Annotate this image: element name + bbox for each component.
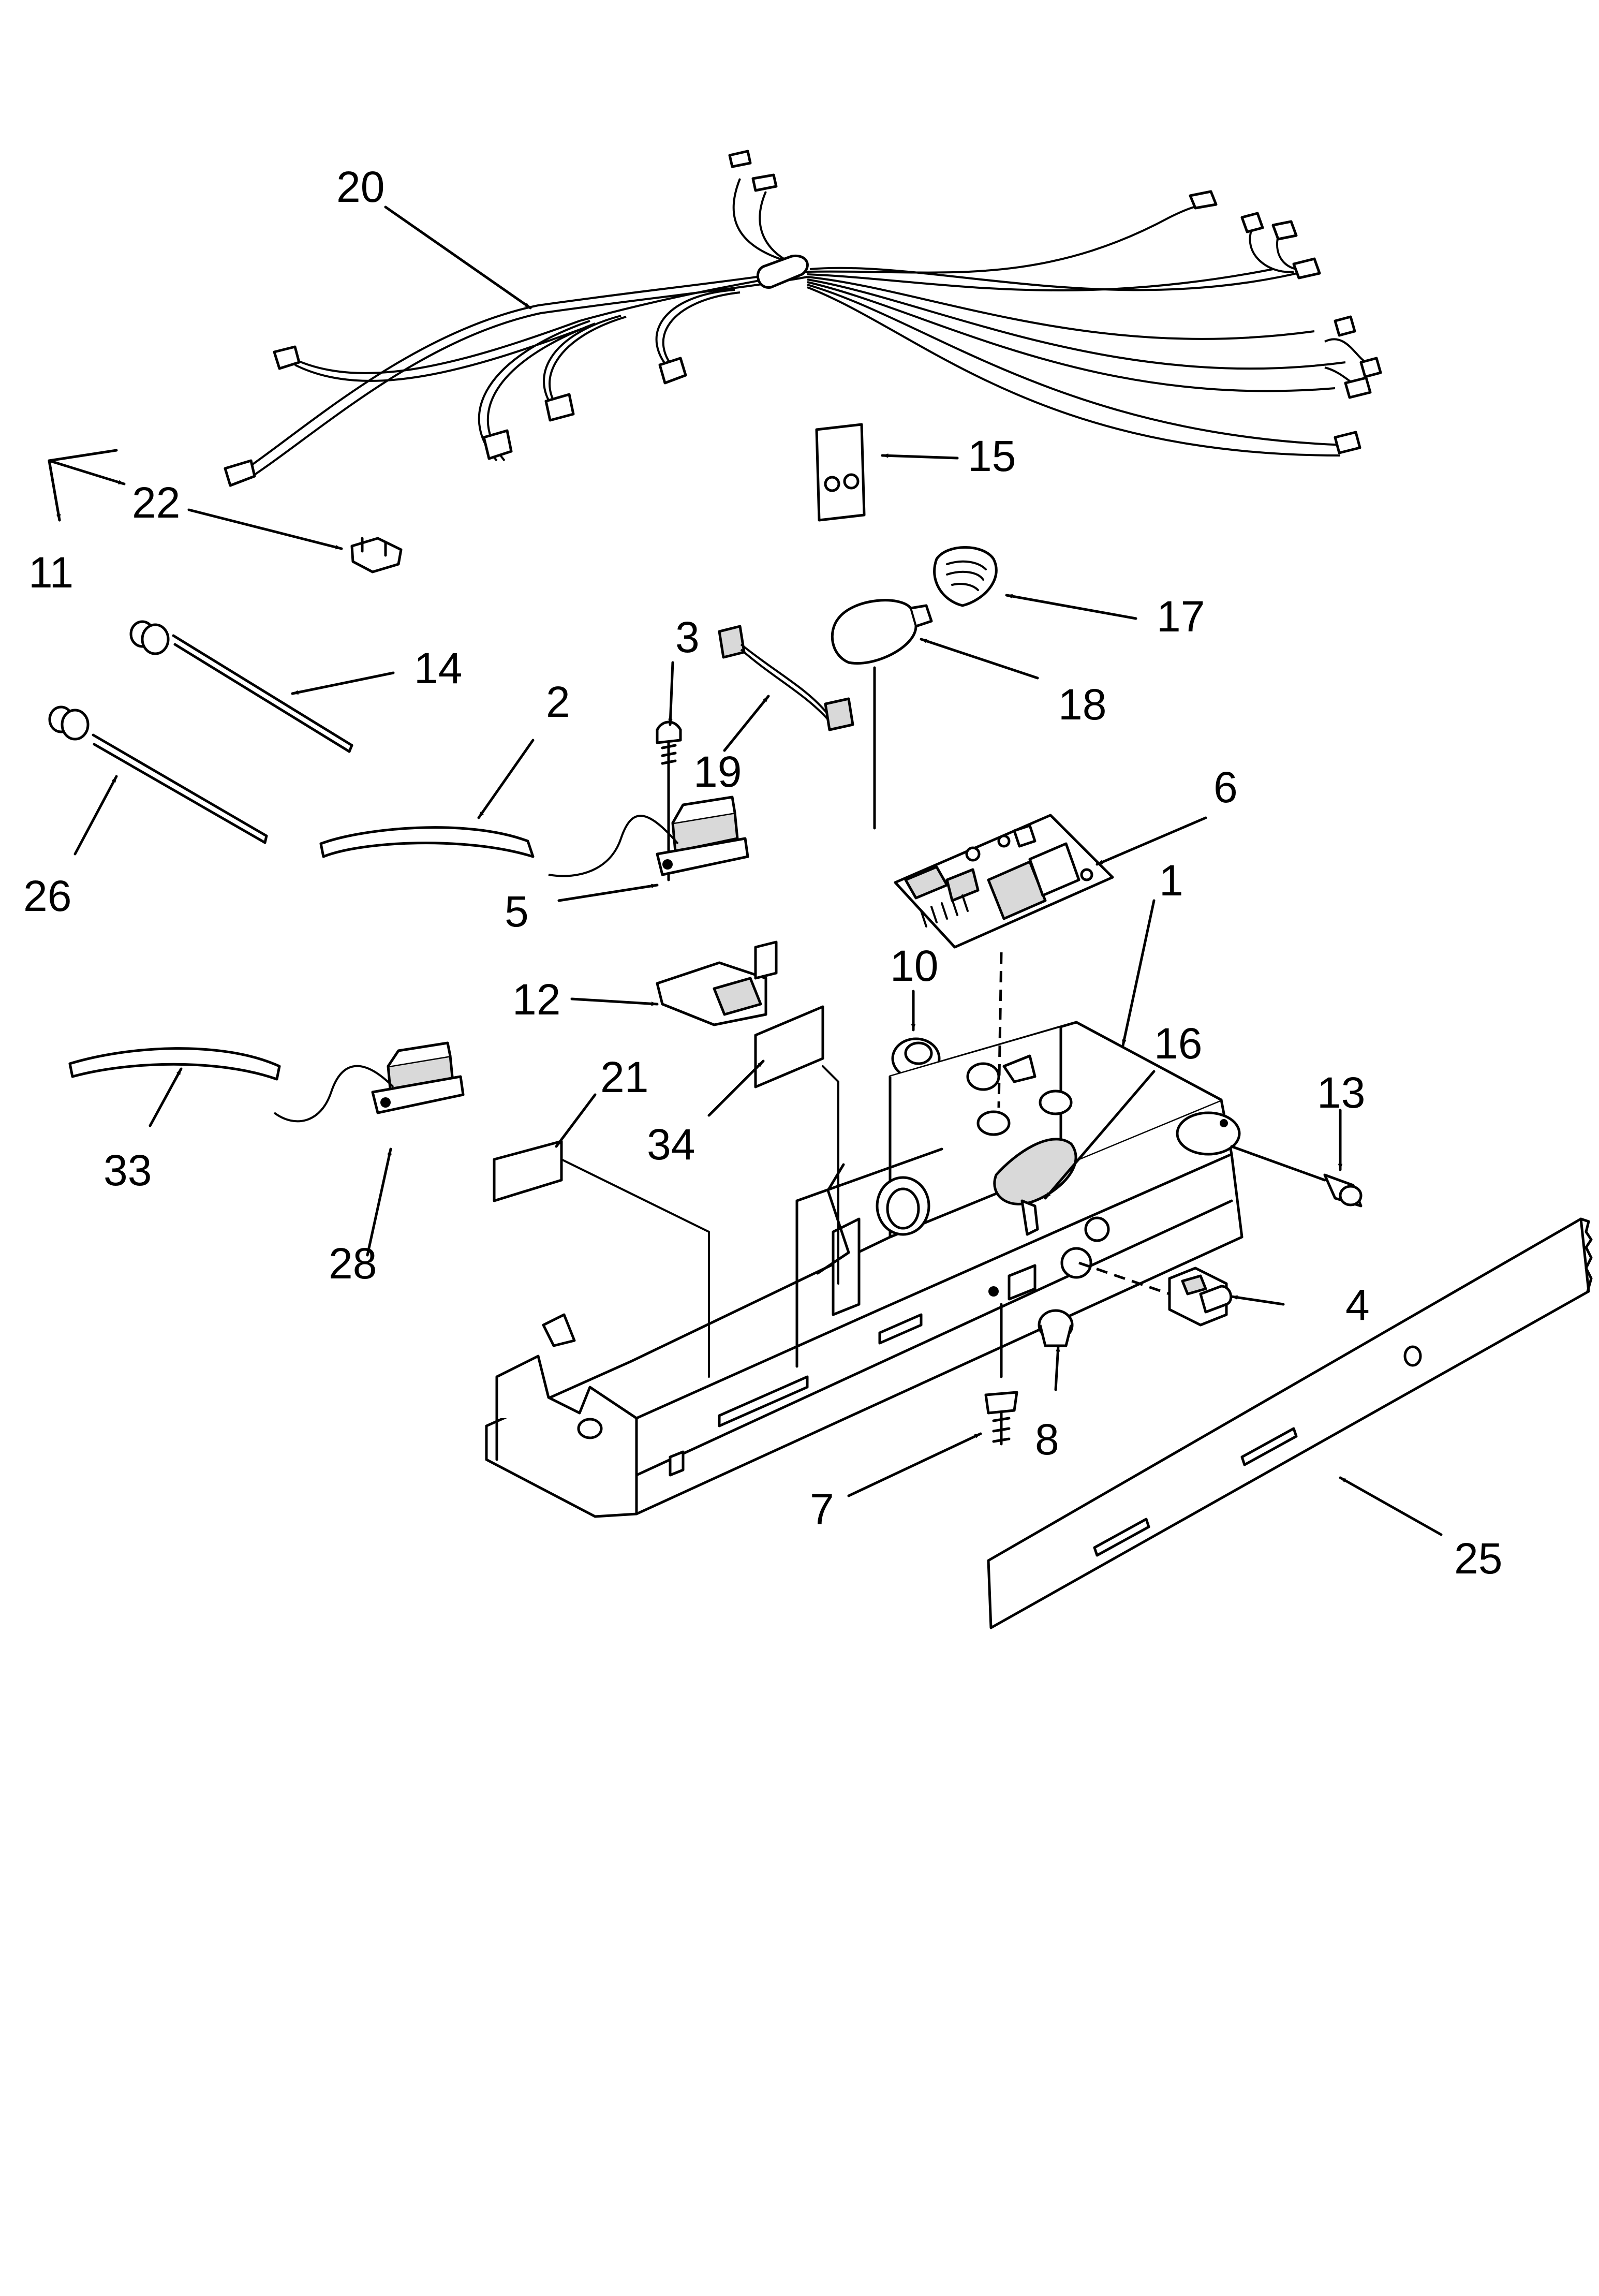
callout-18: 18	[1058, 680, 1106, 729]
tube-26	[48, 705, 268, 844]
callout-3: 3	[675, 613, 700, 661]
label-21	[493, 1140, 710, 1378]
tubing-33	[68, 1047, 281, 1081]
callout-12: 12	[512, 975, 560, 1024]
screw-7	[984, 1391, 1018, 1446]
wire-harness	[224, 150, 1382, 487]
assembly-line-board	[997, 952, 1003, 1108]
callout-8: 8	[1035, 1415, 1059, 1464]
callout-15: 15	[968, 432, 1016, 480]
callout-2: 2	[546, 678, 570, 726]
control-board	[894, 814, 1114, 949]
screw-13	[1323, 1173, 1363, 1208]
callout-7: 7	[810, 1485, 834, 1534]
callout-11: 11	[28, 548, 73, 597]
callout-20: 20	[336, 163, 384, 211]
switch-4	[1168, 1267, 1233, 1327]
thermostat-5	[548, 796, 749, 877]
knob-8	[1038, 1309, 1074, 1347]
callout-5: 5	[505, 887, 529, 936]
callout-labels: 20 15 22 11 17 18 14 3 2 19 26 6 5 1 12 …	[23, 163, 1502, 1583]
light-socket	[933, 546, 998, 607]
assembly-line-13	[1230, 1145, 1326, 1182]
callout-19: 19	[693, 747, 742, 796]
callout-34: 34	[647, 1120, 695, 1169]
callout-14: 14	[414, 644, 462, 693]
screw-16	[1020, 1199, 1039, 1236]
callout-6: 6	[1213, 763, 1238, 812]
callout-4: 4	[1345, 1281, 1370, 1329]
callout-13: 13	[1317, 1068, 1365, 1117]
callout-33: 33	[103, 1146, 152, 1195]
leader-arrows	[48, 205, 1443, 1536]
control-housing	[485, 1021, 1243, 1518]
thermostat-28	[273, 1041, 465, 1123]
tube-14	[129, 620, 353, 753]
wire-clip	[350, 537, 403, 573]
callout-1: 1	[1159, 856, 1183, 905]
bracket-12	[656, 940, 778, 1026]
trim-strip	[987, 1217, 1593, 1629]
callout-26: 26	[23, 872, 71, 920]
callout-17: 17	[1157, 592, 1205, 641]
callout-21: 21	[600, 1053, 648, 1101]
insulator-plate	[815, 423, 866, 522]
jumper-wire	[718, 625, 854, 731]
tubing-2	[319, 826, 535, 858]
callout-16: 16	[1154, 1019, 1202, 1068]
callout-25: 25	[1454, 1534, 1502, 1583]
assembly-line-switch	[1078, 1261, 1170, 1296]
callout-28: 28	[329, 1239, 377, 1288]
callout-22: 22	[132, 478, 180, 527]
light-bulb	[831, 599, 933, 665]
callout-10: 10	[890, 941, 938, 990]
